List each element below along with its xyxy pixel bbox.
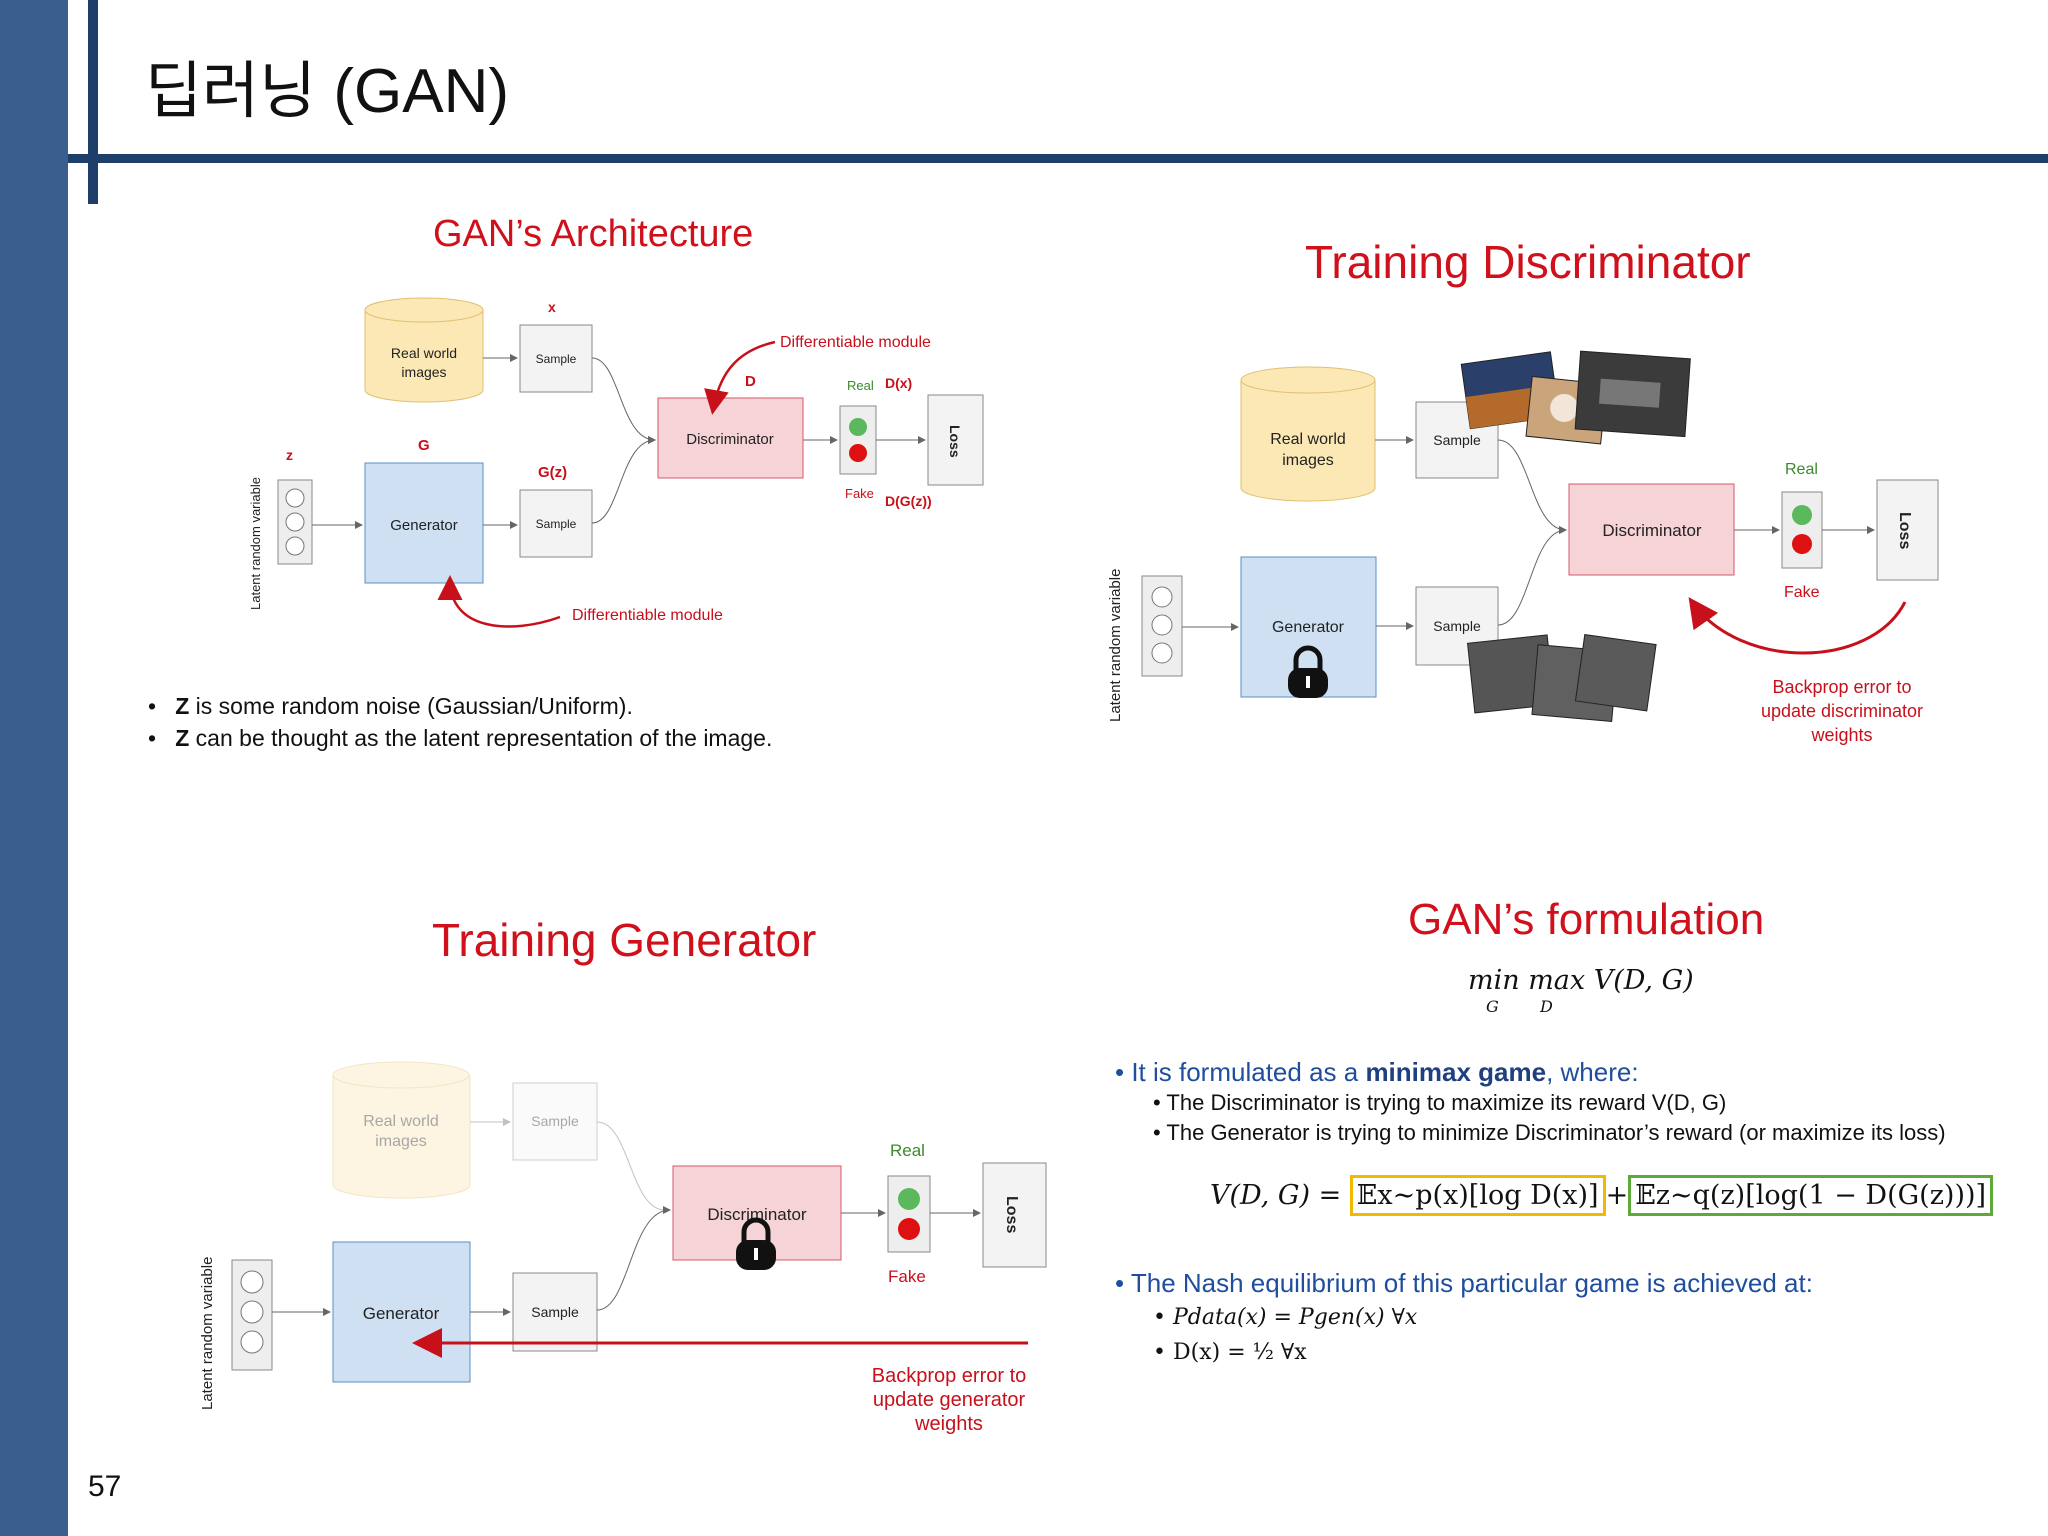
- training-generator-title: Training Generator: [432, 914, 817, 966]
- latent-label: Latent random variable: [248, 477, 263, 610]
- architecture-bullets: • Z is some random noise (Gaussian/Unifo…: [148, 690, 772, 754]
- sample-label-top: Sample: [536, 352, 577, 366]
- fake-images-thumbnails: [1467, 633, 1657, 722]
- loss-label: Loss: [947, 425, 963, 458]
- real-label: Real: [890, 1141, 925, 1160]
- gz-label: G(z): [538, 464, 567, 481]
- discriminator-label: Discriminator: [707, 1205, 807, 1224]
- bullet-item: • Z can be thought as the latent represe…: [148, 725, 773, 751]
- sample-label-bottom: Sample: [1433, 618, 1481, 634]
- nash-condition-2: • D(x) = ½ ∀x: [1153, 1340, 1307, 1365]
- formulation-title: GAN’s formulation: [1408, 895, 1765, 944]
- fake-label: Fake: [888, 1267, 926, 1286]
- dgz-label: D(G(z)): [885, 493, 932, 509]
- max-subscript: D: [1540, 997, 1553, 1016]
- backprop-line-2: update generator: [873, 1389, 1026, 1411]
- lock-icon: [1288, 645, 1328, 698]
- backprop-line-1: Backprop error to: [872, 1365, 1027, 1387]
- db-label-1: Real world: [363, 1113, 439, 1130]
- sample-label-bottom: Sample: [536, 517, 577, 531]
- db-label-2: images: [401, 364, 446, 380]
- architecture-diagram: Latent random variable z Generator G Rea…: [248, 297, 984, 628]
- real-label: Real: [847, 378, 874, 393]
- page-number: 57: [88, 1470, 122, 1503]
- expectation-real-term: 𝔼x∼p(x)[log D(x)]: [1349, 1175, 1606, 1216]
- g-label: G: [418, 437, 430, 454]
- sample-label-top: Sample: [531, 1113, 579, 1129]
- lock-icon: [736, 1217, 776, 1270]
- db-label-1: Real world: [1270, 431, 1346, 448]
- diff-module-top: Differentiable module: [780, 334, 931, 351]
- d-label: D: [745, 373, 756, 390]
- generator-label: Generator: [390, 517, 458, 534]
- training-discriminator-title: Training Discriminator: [1305, 236, 1751, 288]
- db-label-2: images: [1282, 452, 1334, 469]
- latent-label: Latent random variable: [199, 1257, 216, 1410]
- diff-module-bottom: Differentiable module: [572, 607, 723, 624]
- sample-label-top: Sample: [1433, 432, 1481, 448]
- sample-label-bottom: Sample: [531, 1304, 579, 1320]
- nash-condition-1: • Pdata(x) = Pgen(x) ∀x: [1153, 1305, 1418, 1330]
- title-divider-horizontal: [68, 154, 2048, 163]
- x-label: x: [548, 299, 556, 315]
- backprop-line-3: weights: [1810, 725, 1872, 745]
- real-images-thumbnails: [1460, 350, 1691, 445]
- expectation-fake-term: 𝔼z∼q(z)[log(1 − D(G(z)))]: [1628, 1175, 1994, 1216]
- formulation-sub-1: • The Discriminator is trying to maximiz…: [1153, 1090, 1727, 1115]
- training-discriminator-diagram: Latent random variable Generator Real wo…: [1107, 350, 1939, 745]
- bullet-item: • Z is some random noise (Gaussian/Unifo…: [148, 693, 633, 719]
- fake-label: Fake: [1784, 584, 1820, 601]
- backprop-line-2: update discriminator: [1761, 701, 1923, 721]
- formulation-bullet-2: • The Nash equilibrium of this particula…: [1115, 1268, 1813, 1298]
- formulation-bullet-1: • It is formulated as a minimax game, wh…: [1115, 1057, 1639, 1087]
- discriminator-label: Discriminator: [686, 431, 774, 448]
- db-label-2: images: [375, 1133, 427, 1150]
- training-generator-diagram: Latent random variable Generator Real wo…: [199, 1061, 1047, 1435]
- dx-label: D(x): [885, 375, 912, 391]
- architecture-title: GAN’s Architecture: [433, 213, 754, 255]
- real-label: Real: [1785, 461, 1818, 478]
- title-divider-vertical: [88, 0, 98, 204]
- backprop-line-1: Backprop error to: [1772, 677, 1911, 697]
- formulation-sub-2: • The Generator is trying to minimize Di…: [1153, 1120, 1946, 1145]
- minmax-equation: min max V(D, G) G D: [1468, 965, 1694, 1016]
- generator-label: Generator: [1272, 619, 1345, 636]
- left-band: [0, 0, 68, 1536]
- value-function-equation: V(D, G) = 𝔼x∼p(x)[log D(x)]+𝔼z∼q(z)[log(…: [1210, 1175, 1994, 1216]
- backprop-line-3: weights: [914, 1413, 983, 1435]
- fake-label: Fake: [845, 486, 874, 501]
- loss-label: Loss: [1003, 1196, 1020, 1233]
- z-label: z: [286, 447, 293, 463]
- db-label-1: Real world: [391, 345, 457, 361]
- discriminator-label: Discriminator: [1602, 521, 1702, 540]
- slide-title: 딥러닝 (GAN): [145, 57, 509, 126]
- min-subscript: G: [1486, 997, 1499, 1016]
- latent-label: Latent random variable: [1107, 569, 1124, 722]
- loss-label: Loss: [1896, 512, 1913, 549]
- generator-label: Generator: [363, 1304, 440, 1323]
